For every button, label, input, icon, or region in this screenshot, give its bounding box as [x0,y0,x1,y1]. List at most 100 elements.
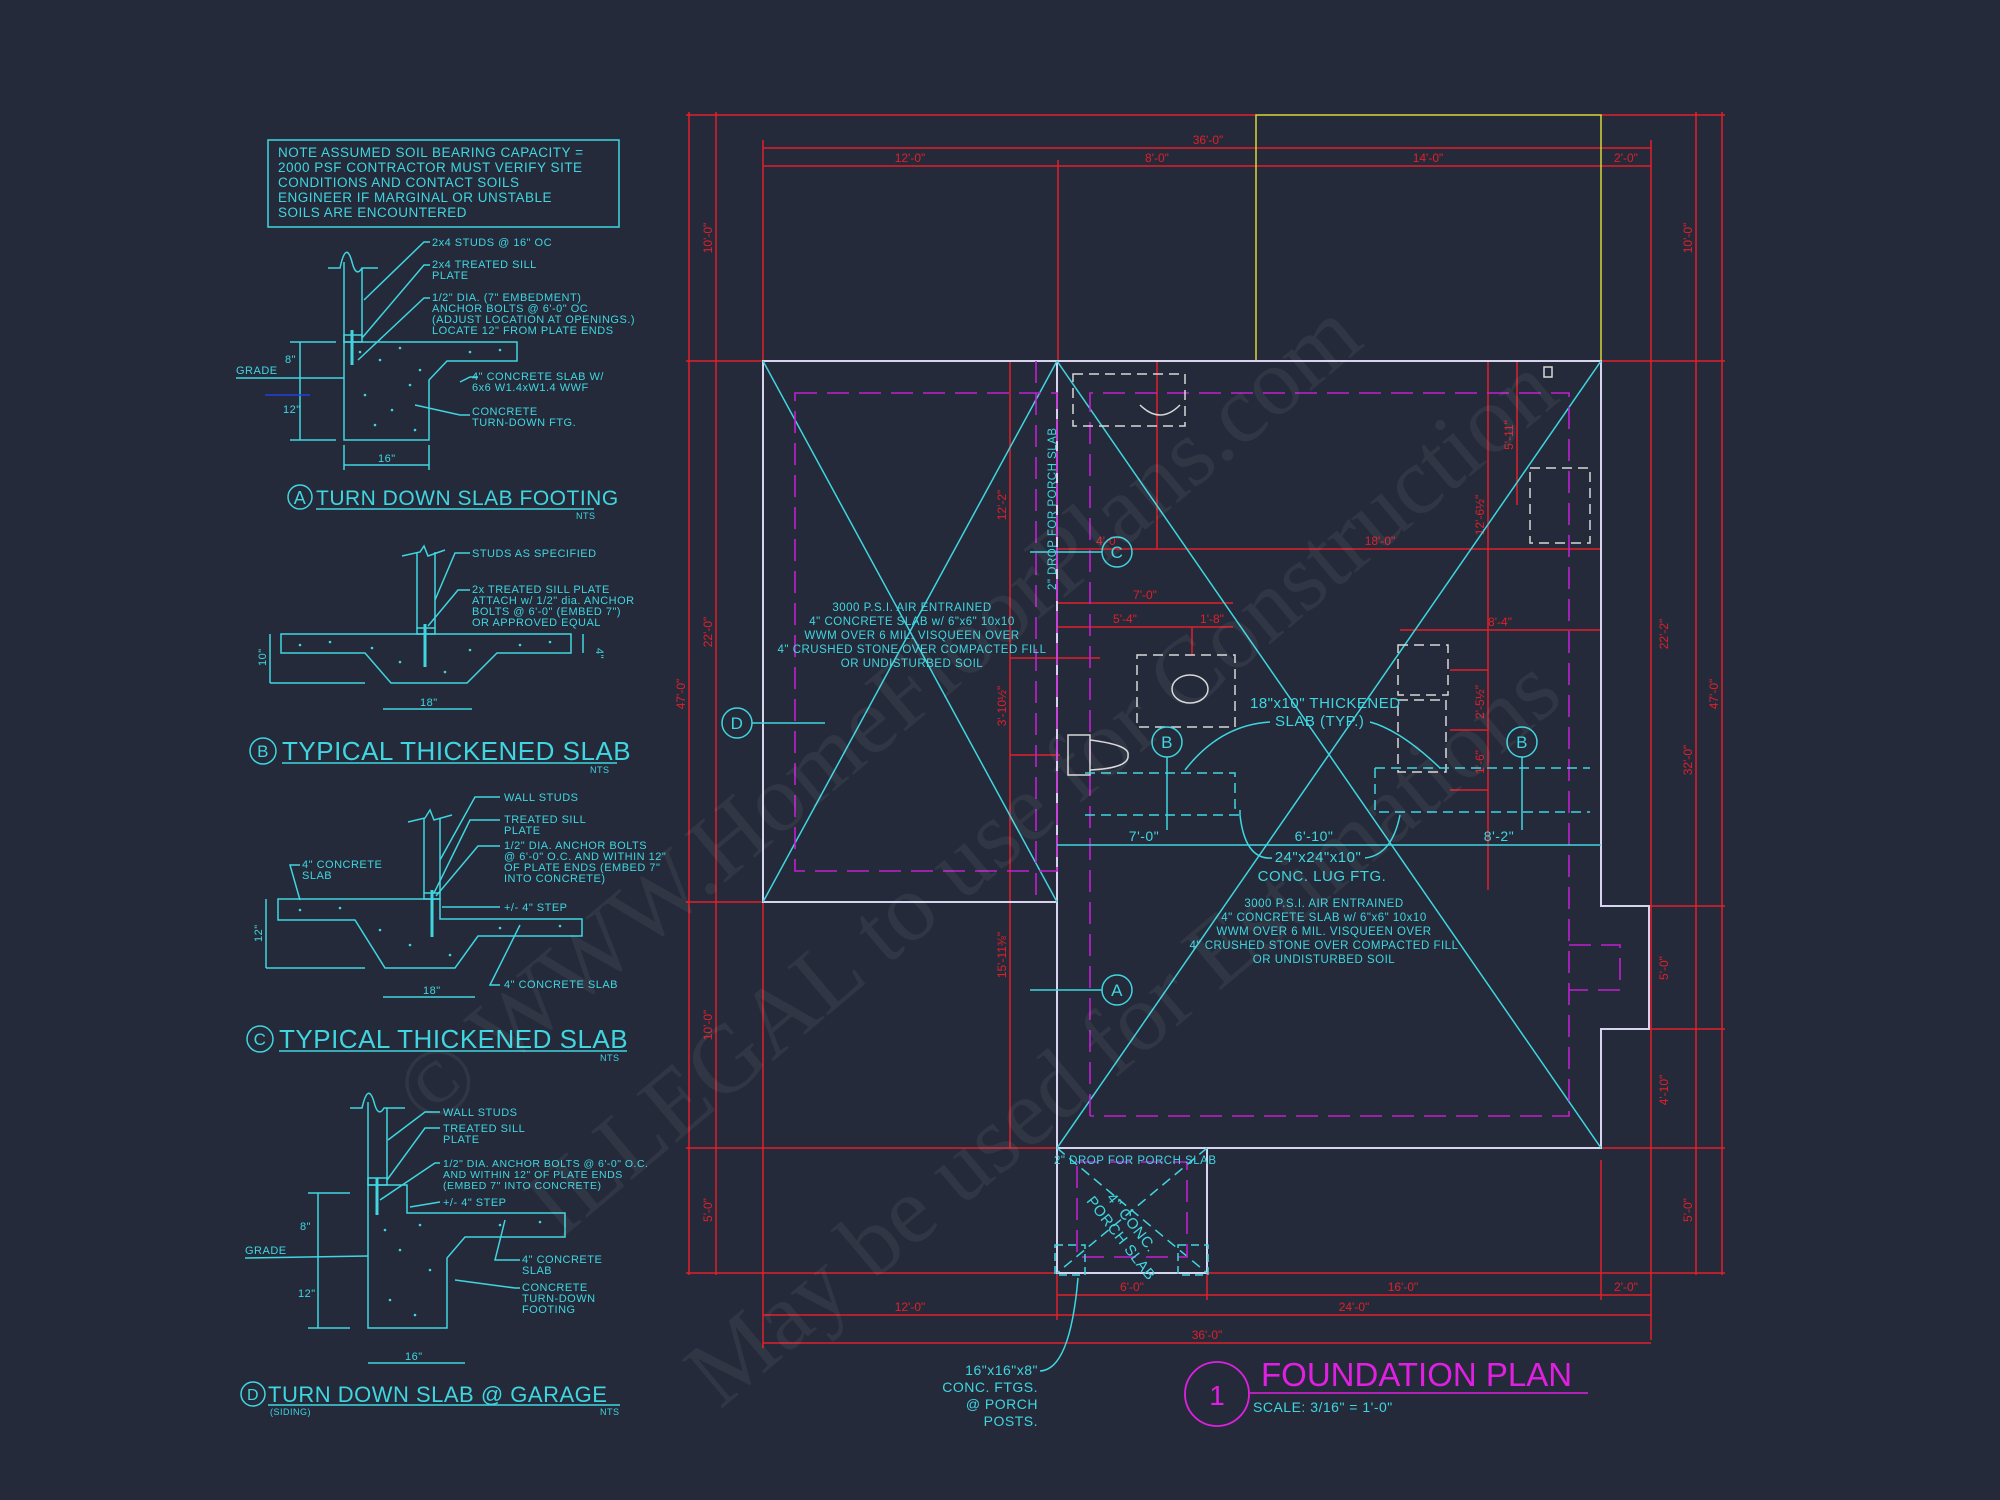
drawing-line [361,264,430,339]
drawing-line [427,589,470,627]
drawing-line [358,350,362,354]
sheet-number-circle [1184,1361,1250,1427]
annotation-text: POSTS. [984,1413,1038,1429]
toilet-icon [1067,734,1091,776]
annotation-text: 1/2" DIA. ANCHOR BOLTS [504,840,647,852]
detail-title: TYPICAL THICKENED SLAB [282,736,631,766]
detail-tag-circle [287,484,313,510]
sink-icon [1171,674,1209,704]
drawing-line [558,924,562,928]
water-heater-outline [1072,373,1186,427]
porch-drop-note: 2" DROP FOR PORCH SLAB [1054,1155,1217,1167]
annotation-text: ATTACH w/ 1/2" dia. ANCHOR [472,595,635,607]
drawing-line [443,670,447,674]
drawing-line [246,1025,274,1053]
annotation-text: 1/2" DIA. ANCHOR BOLTS @ 6'-0" O.C. [443,1158,648,1170]
stepped-slab-section [277,898,583,969]
drawing-line [435,845,500,897]
drawing-group [298,640,552,674]
drawing-group [383,1220,542,1317]
garage-slab-note: 3000 P.S.I. AIR ENTRAINED [832,602,991,614]
detail-tag: B [257,742,269,761]
drawing-line [298,908,302,912]
drawing-line [498,1223,502,1227]
detail-b-typical-thickened-slab: 10" 4" 18" STUDS AS SPECIFIED 2x TREATED… [249,544,635,775]
drawing-line [538,1220,542,1224]
dim-text: 5'-0" [1657,956,1671,980]
grade-label: GRADE [236,365,278,377]
drawing-line [363,241,430,301]
annotation-text: CONCRETE [522,1282,588,1294]
dim-text: 5'-0" [701,1198,715,1222]
drawing-line [762,360,1058,903]
dim-text: 36'-0" [1193,133,1224,147]
detail-c-typical-thickened-slab: 12" 18" WALL STUDS TREATED SILL PLATE 1/… [246,792,666,1063]
dim-text: 4'-10" [1657,1075,1671,1106]
dim-text: 8'-4" [1488,615,1512,629]
dim-text: 10'-0" [1681,223,1695,254]
drawing-line [448,953,452,957]
dim-label: 8" [285,354,296,366]
annotation-text: 2x4 TREATED SILL [432,259,537,271]
drawing-line [398,660,402,664]
drawing-line [350,1092,405,1113]
note-line: 2000 PSF CONTRACTOR MUST VERIFY SITE [278,160,583,175]
dim-text: 22'-2" [1657,619,1671,650]
thickened-slab-section [280,633,572,684]
thickened-slab-note: 18"x10" THICKENED [1250,695,1401,712]
dim-text: 8'-0" [1145,151,1169,165]
break-line [328,251,378,273]
dim-label: 12" [283,404,301,416]
dim-text: 10'-0" [701,223,715,254]
dim-text: 2'-0" [1614,1280,1638,1294]
drawing-line [428,1268,432,1272]
nts-label: NTS [576,511,596,521]
lug-dim-text: 8'-2" [1484,828,1514,844]
drawing-line [1136,654,1236,728]
dim-label: 16" [405,1351,423,1363]
drawing-line [373,423,377,427]
drawing-line [1529,467,1591,544]
annotation-text: FOOTING [522,1304,576,1316]
dim-text: 47'-0" [1707,679,1721,710]
annotation-text: CONC. FTGS. [942,1379,1038,1395]
plan-notes: 3000 P.S.I. AIR ENTRAINED 4" CONCRETE SL… [778,428,1514,1430]
dim-text: 2'-0" [1614,151,1638,165]
lug-dim-text: 6'-10" [1295,828,1334,844]
annotation-text: PLATE [443,1134,480,1146]
annotation-text: 4" CRUSHED STONE OVER COMPACTED FILL [778,644,1047,656]
annotation-text: TREATED SILL [504,814,586,826]
lug-dim-text: 7'-0" [1129,828,1159,844]
dim-label: 18" [423,985,441,997]
double-sink-outline [1397,699,1447,773]
dim-text: 7'-0" [1133,588,1157,602]
annotation-text: WALL STUDS [443,1107,517,1119]
drawing-line [1089,739,1129,771]
drawing-line [468,350,472,354]
annotation-text: B [1516,733,1528,752]
dim-text: 6'-0" [1120,1280,1144,1294]
annotation-text: SLAB [522,1265,552,1277]
drawing-line [387,1111,440,1141]
sheet-number: 1 [1209,1380,1225,1411]
annotation-text: WALL STUDS [504,792,578,804]
drawing-line [378,358,382,362]
annotation-text: 2x4 STUDS @ 16" OC [432,237,552,249]
dim-text: 24'-0" [1339,1300,1370,1314]
porch-slab [1056,1147,1208,1274]
drawing-line [408,943,412,947]
drawing-line [1369,721,1441,769]
annotation-text: (ADJUST LOCATION AT OPENINGS.) [432,314,635,326]
annotation-text: +/- 4" STEP [443,1197,507,1209]
dim-text: 32'-0" [1681,745,1695,776]
drawing-line [434,552,470,601]
annotation-text: SLAB [302,870,332,882]
drawing-line [363,393,367,397]
footing-section [343,341,518,441]
drawing-line [338,906,342,910]
annotation-text: (EMBED 7" INTO CONCRETE) [443,1180,601,1192]
drawing-line [1056,360,1602,1149]
callout-d [721,707,753,739]
annotation-text: CONC. LUG FTG. [1258,868,1387,885]
dim-text: 1'-8" [1200,612,1224,626]
